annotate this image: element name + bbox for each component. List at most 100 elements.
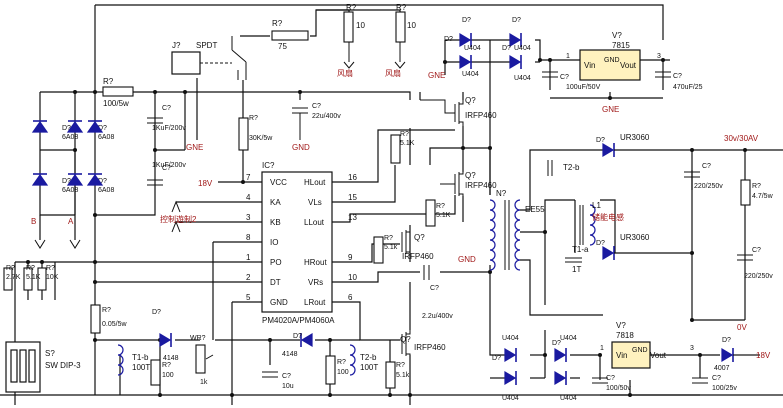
resistor-value: 0.05/5w: [102, 321, 127, 328]
diode-4148-b: D? 4148: [282, 332, 313, 358]
capacitor-value: 2.2u/400v: [422, 313, 453, 320]
mosfet-ref: Q?: [465, 171, 476, 180]
diode-ref: D?: [152, 309, 161, 316]
capacitor-value: 100/50v: [606, 385, 631, 392]
ic-pin-name: GND: [270, 298, 288, 307]
input-capacitors: C? 1KuF/200v C? 1KuF/200v: [147, 105, 186, 186]
net-label: GNE: [602, 105, 619, 114]
ic-ref: IC?: [262, 161, 275, 170]
capacitor-ref: C?: [606, 375, 615, 382]
fan-resistor-value: 10: [356, 21, 365, 30]
diode-value: 6A08: [98, 187, 114, 194]
capacitor-ref: C?: [430, 285, 439, 292]
ic-pin-name: HLout: [304, 178, 326, 187]
regulator-7815-caps: C? 100uF/50V C? 470uF/25: [542, 71, 703, 91]
ic-pin-number: 5: [246, 293, 251, 302]
output-ground-label: 0V: [737, 323, 747, 332]
fan-label: 风扇: [337, 68, 353, 78]
regulator-7818: Vin Vout GND V? 7818 1 3: [600, 321, 694, 369]
mosfet-1: Q? IRFP460: [420, 96, 497, 126]
switch-name: SW DIP-3: [45, 361, 81, 370]
transformer-core: EE55: [525, 205, 545, 214]
mosfet-ref: Q?: [400, 335, 411, 344]
diode-value: U404: [464, 45, 481, 52]
mosfet-ref: Q?: [414, 233, 425, 242]
net-label: 18V: [756, 351, 771, 360]
bridge-rectifier: D? 6A08 D? 6A08 D? 6A08 D? 6A08: [31, 120, 114, 194]
fan-resistor-ref: R?: [396, 3, 407, 12]
diode-ref: D?: [62, 178, 71, 185]
diode-ref: D?: [462, 17, 471, 24]
mosfet-ref: Q?: [465, 96, 476, 105]
capacitor-ref: C?: [673, 73, 682, 80]
ic-pin-name: VCC: [270, 178, 287, 187]
mosfet-part: IRFP460: [465, 111, 497, 120]
resistor-ref: R?: [384, 235, 393, 242]
resistor-ref: R?: [337, 359, 346, 366]
resistor-value: 2.7K: [6, 274, 21, 281]
capacitor-value: 470uF/25: [673, 84, 703, 91]
fan-resistor-value: 10: [407, 21, 416, 30]
resistor-ref: R?: [272, 19, 283, 28]
diode-ref: D?: [502, 45, 511, 52]
output-caps: C? 220/250v C? 220/250v: [684, 163, 773, 280]
diode-value: U404: [502, 335, 519, 342]
fan-resistor-ref: R?: [346, 3, 357, 12]
gne-label-relay: GNE: [186, 143, 203, 152]
diode-value: 4148: [163, 355, 179, 362]
capacitor-2u2: C? 2.2u/400v: [422, 265, 453, 320]
ic-pin-number: 13: [348, 213, 357, 222]
diode-value: UR3060: [620, 133, 650, 142]
net-label: GND: [292, 143, 310, 152]
diode-ref: D?: [293, 333, 302, 340]
controller-ic: IC? PM4020A/PM4060A VCC KA KB IO PO DT G…: [246, 161, 357, 325]
capacitor-value: 220/250v: [744, 273, 773, 280]
regulator-part: 7818: [616, 331, 634, 340]
diode-value: 4148: [282, 351, 298, 358]
resistor-ref: R?: [103, 77, 114, 86]
resistor-ref: R?: [26, 265, 35, 272]
relay-spdt: J? SPDT: [171, 36, 247, 80]
diode-ref: D?: [62, 125, 71, 132]
capacitor-22u: C? 22u/400v GND: [292, 103, 341, 152]
capacitor-ref: C?: [312, 103, 321, 110]
diode-ref: D?: [552, 340, 561, 347]
regulator-pin: 1: [600, 345, 604, 352]
ic-pin-name: KA: [270, 198, 281, 207]
mosfet-2: Q? IRFP460: [440, 171, 497, 196]
output-resistor: R? 4.7/5w: [740, 179, 774, 206]
regulator-7818-caps: C? 100/50v C? 100/25v: [592, 375, 737, 392]
regulator-ref: V?: [616, 321, 626, 330]
transformer-ref: T1-b: [132, 353, 149, 362]
ic-pin-number: 4: [246, 193, 251, 202]
input-resistor: R? 100/5w: [102, 77, 134, 108]
resistor-top-75: R? 75: [271, 19, 309, 51]
regulator-7815: Vin Vout GND V? 7815 1 3 GNE: [566, 31, 661, 114]
control-labels: 控制遊制2: [160, 200, 197, 233]
bridge-diodes-right: [86, 120, 104, 186]
relay-ref: J?: [172, 41, 181, 50]
terminal-label: B: [31, 217, 36, 226]
capacitor-ref: C?: [560, 74, 569, 81]
diode-ref: D?: [98, 125, 107, 132]
diode-ref: D?: [492, 355, 501, 362]
dip-switch: S? SW DIP-3: [5, 341, 81, 393]
resistor-ref: R?: [400, 131, 409, 138]
resistor-ref: R?: [102, 307, 111, 314]
capacitor-10u: C? 10u: [262, 371, 294, 390]
resistor-value: 4.7/5w: [752, 193, 774, 200]
regulator-vout: Vout: [650, 351, 667, 360]
regulator-vout: Vout: [620, 61, 637, 70]
output-terminals: 30v/30AV 0V: [724, 134, 759, 332]
diode-value: U404: [514, 75, 531, 82]
ic-pin-name: DT: [270, 278, 281, 287]
ic-pin-name: VRs: [308, 278, 323, 287]
fan-resistor-2: R? 10 风扇: [385, 3, 416, 78]
regulator-vin: Vin: [584, 61, 595, 70]
resistor-ref: R?: [249, 115, 258, 122]
resistor-value: 5.1K: [400, 140, 415, 147]
ic-pin-name: VLs: [308, 198, 322, 207]
diode-ref: D?: [596, 240, 605, 247]
regulator-pin: 1: [566, 53, 570, 60]
output-rectifier-1: D? UR3060: [596, 133, 650, 158]
